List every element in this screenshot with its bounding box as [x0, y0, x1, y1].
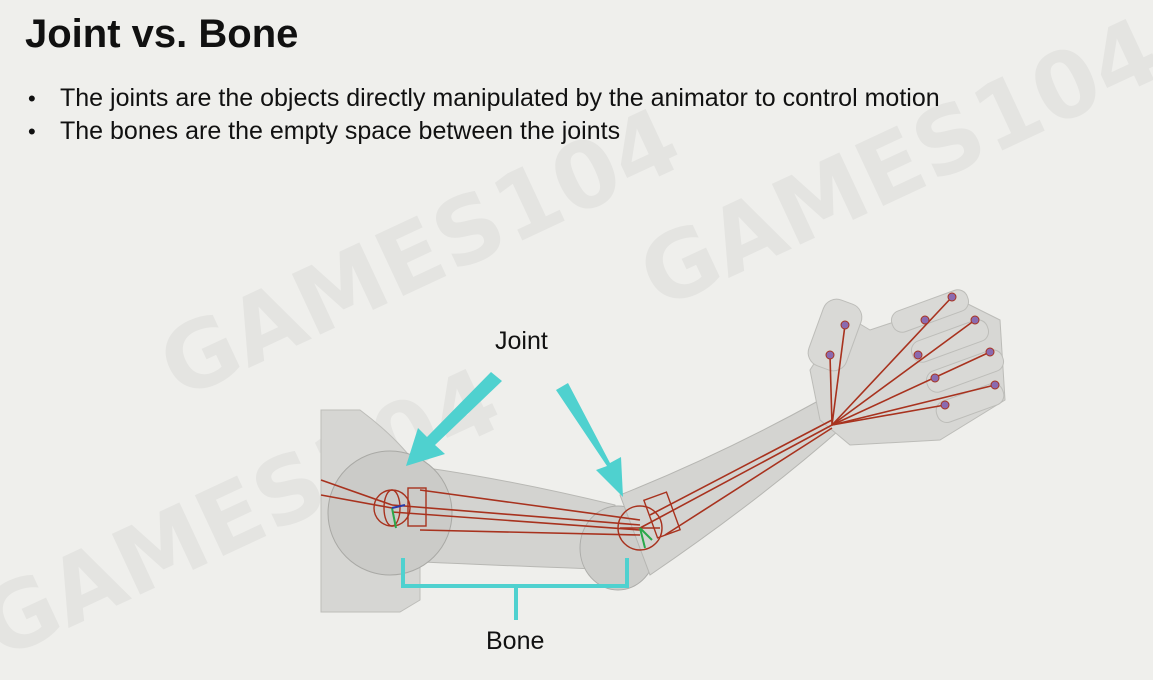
joint-label: Joint	[495, 327, 548, 355]
shoulder-joint-gizmo	[373, 487, 427, 527]
slide-title: Joint vs. Bone	[25, 12, 299, 56]
bullet-item: The joints are the objects directly mani…	[28, 82, 940, 115]
joint-arrow-elbow	[556, 383, 623, 497]
bone-bracket	[401, 558, 629, 620]
rig-bones	[320, 296, 996, 536]
shoulder-joint-sphere	[327, 450, 453, 576]
forearm-mesh	[619, 399, 846, 576]
axis-gizmos	[391, 504, 653, 549]
finger-meshes	[807, 289, 1005, 423]
joint-arrows	[406, 372, 623, 497]
finger-joint-markers	[825, 292, 1000, 410]
joint-arrow-shoulder	[406, 372, 502, 466]
bone-label: Bone	[486, 627, 545, 655]
bullet-item: The bones are the empty space between th…	[28, 115, 940, 148]
bullet-list: The joints are the objects directly mani…	[28, 82, 940, 148]
